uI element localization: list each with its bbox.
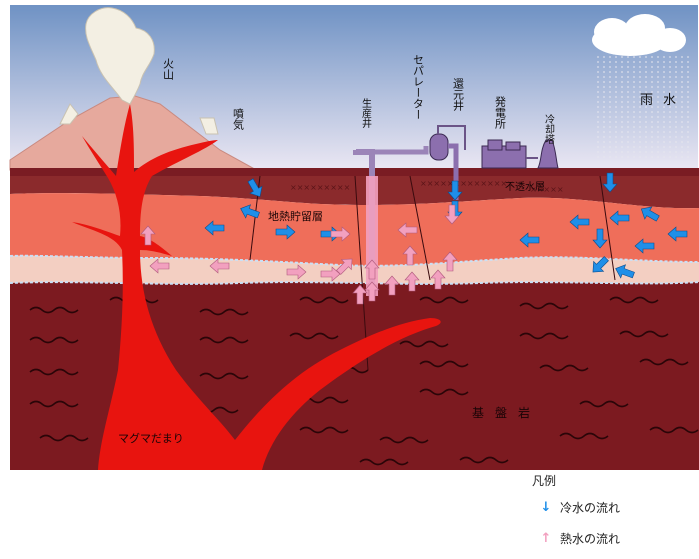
label-separator: セパレーター xyxy=(412,54,425,120)
label-magma-chamber: マグマだまり xyxy=(118,431,184,445)
label-production-well: 生産井 xyxy=(360,97,372,129)
label-cooling-tower: 冷却塔 xyxy=(543,113,555,145)
legend-cold-label: 冷水の流れ xyxy=(560,499,620,516)
label-fumarole: 噴気 xyxy=(232,108,245,131)
svg-text:×××××××××: ××××××××× xyxy=(290,183,350,192)
cold-arrow-icon: ↓ xyxy=(540,502,552,514)
legend-hot-label: 熱水の流れ xyxy=(560,530,620,547)
label-impermeable-layer: 不透水層 xyxy=(505,181,545,193)
label-power-plant: 発電所 xyxy=(494,95,507,130)
label-basement-rock: 基盤岩 xyxy=(472,405,541,420)
svg-text:××××××××××××××: ×××××××××××××× xyxy=(420,179,514,188)
label-reservoir: 地熱貯留層 xyxy=(268,210,323,223)
hot-arrow-icon: ↑ xyxy=(540,533,552,545)
label-volcano: 火山 xyxy=(162,58,175,80)
label-rain: 雨水 xyxy=(640,93,686,108)
legend: 凡例 ↓ 冷水の流れ ↑ 熱水の流れ xyxy=(540,472,699,555)
label-reinjection-well: 還元井 xyxy=(452,78,465,112)
legend-title: 凡例 xyxy=(532,472,556,489)
legend-hot-row: ↑ 熱水の流れ xyxy=(540,530,620,547)
legend-cold-row: ↓ 冷水の流れ xyxy=(540,499,620,516)
